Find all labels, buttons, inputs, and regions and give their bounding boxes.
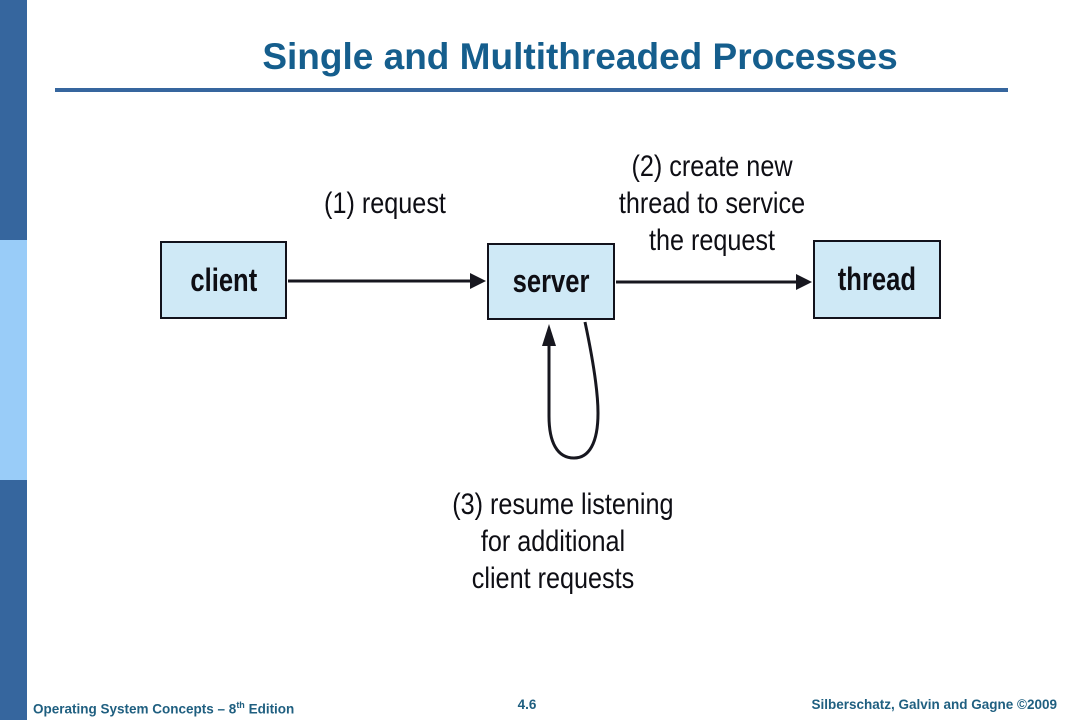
client-box: client [160,241,287,319]
thread-box: thread [813,240,941,319]
page-title: Single and Multithreaded Processes [262,36,898,77]
footer-authors: Silberschatz, Galvin and Gagne ©2009 [811,697,1057,712]
footer-edition-superscript: th [236,700,245,710]
sidebar-top-segment [0,0,27,240]
annotation-step2-create-thread: (2) create new thread to service the req… [618,150,806,257]
resume-loop-arrow-icon [542,321,600,460]
create-thread-arrow-icon [616,274,812,290]
server-box: server [487,243,615,320]
title-rule [55,88,1008,92]
footer-book-title: Operating System Concepts – 8th Edition [33,700,295,717]
sidebar-decoration [0,0,27,720]
footer-page-number: 4.6 [517,697,537,712]
sidebar-middle-segment [0,240,27,480]
annotation-step3-resume-listening: (3) resume listening for additional clie… [452,488,674,595]
server-box-label: server [512,263,590,299]
annotation-step1-request: (1) request [324,187,446,220]
thread-box-label: thread [837,261,917,297]
client-box-label: client [190,261,257,298]
slide-footer: Operating System Concepts – 8th Edition … [0,696,1080,720]
sidebar-bottom-segment [0,480,27,720]
request-arrow-icon [288,273,486,289]
